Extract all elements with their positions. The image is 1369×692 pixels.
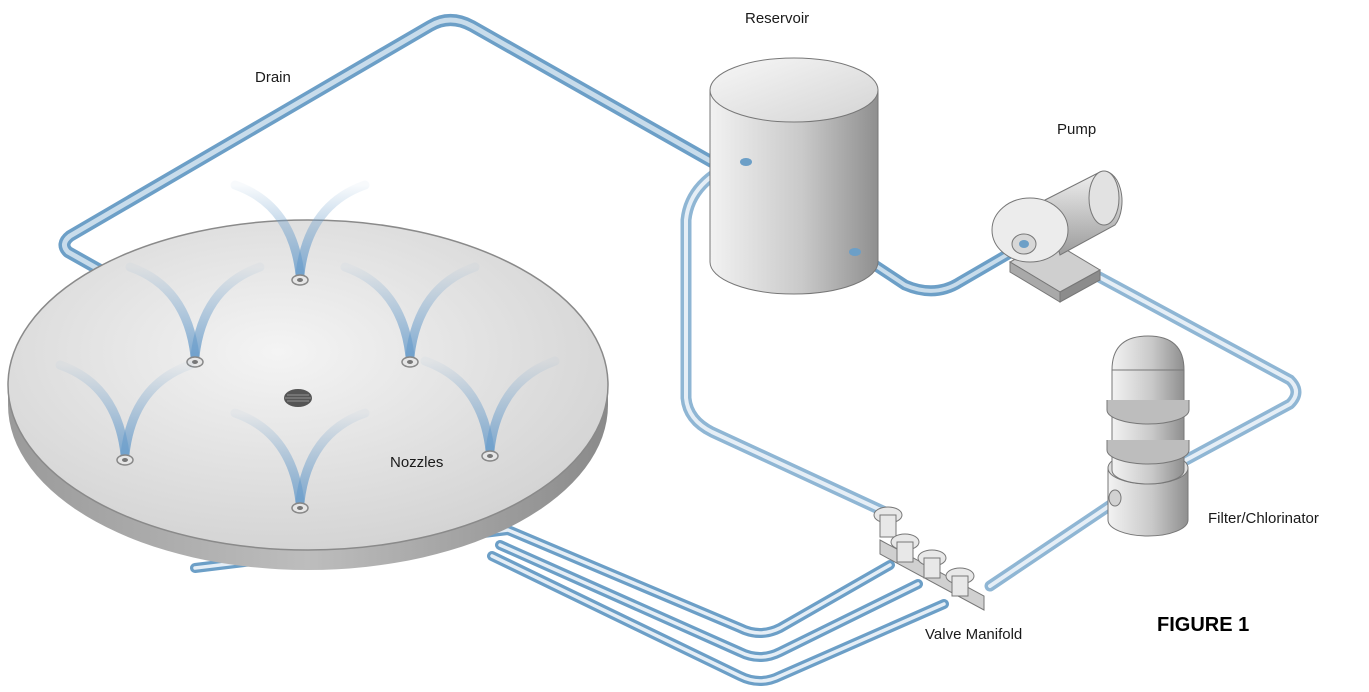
- filter-to-manifold-pipe: [984, 494, 1124, 592]
- nozzle-group: [55, 180, 560, 514]
- label-pump: Pump: [1057, 121, 1096, 138]
- nozzle-spray-icon: [125, 262, 265, 368]
- nozzle-spray-icon: [55, 360, 195, 466]
- drain-pipe: [58, 14, 718, 276]
- nozzle-spray-icon: [230, 408, 370, 514]
- label-reservoir: Reservoir: [745, 10, 809, 27]
- pump: [991, 170, 1123, 303]
- label-nozzles: Nozzles: [390, 454, 443, 471]
- label-filter-chlorinator: Filter/Chlorinator: [1208, 510, 1319, 527]
- reservoir-to-pump-pipe: [846, 240, 1028, 297]
- label-valve-manifold: Valve Manifold: [925, 626, 1022, 643]
- pump-to-filter-pipe: [1058, 252, 1302, 480]
- valve-manifold: [873, 506, 985, 611]
- nozzle-supply-lines: [190, 525, 949, 686]
- reservoir-tank: [709, 57, 879, 295]
- filter-chlorinator: [1106, 335, 1190, 537]
- figure-label: FIGURE 1: [1157, 614, 1249, 636]
- nozzle-spray-icon: [230, 180, 370, 286]
- label-drain: Drain: [255, 69, 291, 86]
- nozzle-spray-icon: [420, 356, 560, 462]
- nozzle-spray-icon: [340, 262, 480, 368]
